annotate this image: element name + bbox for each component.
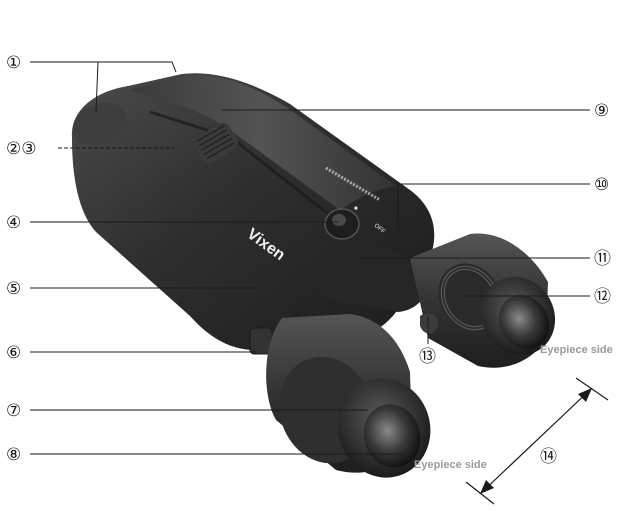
eyepiece-note-left: Eyepiece side [414, 459, 487, 471]
callout-5: ⑤ [6, 279, 21, 299]
callout-13: ⑬ [419, 347, 436, 367]
top-ridge [128, 75, 396, 210]
callout-14: ⑭ [540, 447, 557, 467]
model-lettering [325, 166, 381, 202]
leader-lines [30, 61, 590, 455]
callout-6: ⑥ [6, 343, 21, 363]
hinge-bridge [313, 245, 427, 312]
callout-1: ① [6, 53, 21, 73]
callout-4: ④ [6, 213, 21, 233]
callout-labels: ① ②③ ④ ⑤ ⑥ ⑦ ⑧ ⑨ ⑩ ⑪ ⑫ ⑬ ⑭ [6, 53, 611, 467]
objective-lens-left [72, 102, 128, 146]
focus-wheel [194, 122, 238, 164]
switch-mark-on: ■ [354, 206, 358, 212]
callout-9: ⑨ [594, 101, 609, 121]
leader-10 [397, 183, 590, 228]
binocular-illustration: Vixen ■ OFF [71, 73, 556, 478]
eyepiece-left [266, 314, 431, 478]
eyepiece-note-right: Eyepiece side [540, 344, 613, 356]
callout-7: ⑦ [6, 401, 21, 421]
power-switch: ■ OFF [324, 206, 386, 240]
callout-23: ②③ [6, 139, 36, 159]
callout-11: ⑪ [594, 249, 611, 269]
callout-10: ⑩ [594, 175, 609, 195]
diopter-knob [420, 313, 439, 334]
callout-12: ⑫ [594, 287, 611, 307]
callout-8: ⑧ [6, 445, 21, 465]
dimension-arrow [465, 377, 609, 505]
leader-1 [30, 61, 177, 113]
